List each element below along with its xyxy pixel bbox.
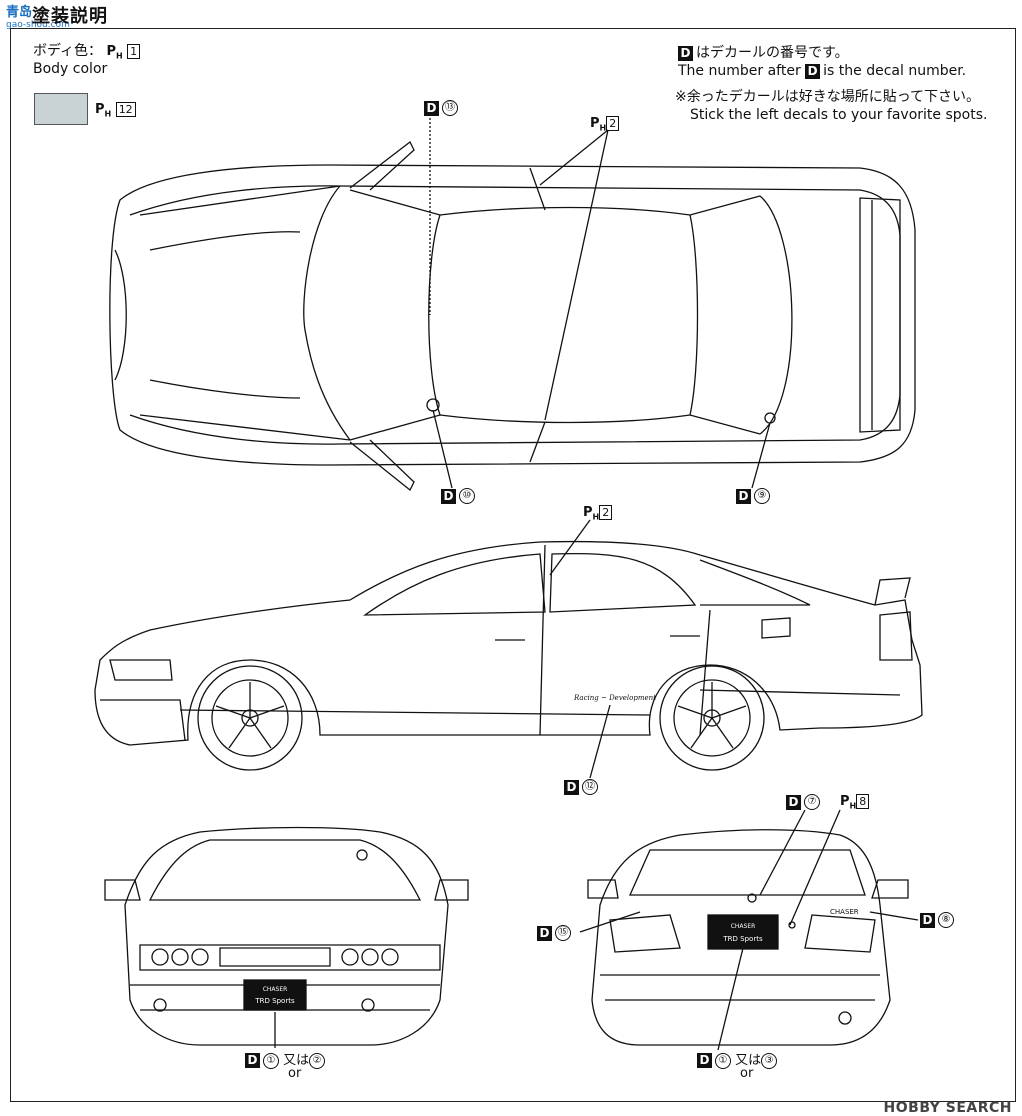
color-swatch [34, 93, 88, 125]
drawing-frame [10, 28, 1016, 1102]
svg-text:TRD Sports: TRD Sports [722, 935, 763, 943]
svg-text:CHASER: CHASER [731, 923, 756, 930]
top-view [109, 141, 916, 492]
svg-text:CHASER: CHASER [263, 986, 288, 993]
paint-code-label: PH [106, 44, 123, 61]
note-line-3: ※余ったデカールは好きな場所に貼って下さい。 [675, 89, 981, 105]
page-title: 塗装説明 [32, 6, 108, 27]
body-color-line: ボディ色： PH 1 [33, 40, 141, 61]
swatch-code: PH 12 [95, 101, 136, 119]
svg-text:TRD Sports: TRD Sports [254, 997, 295, 1005]
paint-code-box: 1 [127, 43, 141, 59]
svg-text:Racing ~ Development: Racing ~ Development [573, 694, 656, 702]
callout-rear-or: or [740, 1066, 754, 1081]
rear-view: CHASER TRD Sports CHASER [587, 829, 909, 1046]
watermark: HOBBY SEARCH [883, 1100, 1012, 1116]
svg-text:CHASER: CHASER [830, 908, 859, 916]
side-view: Racing ~ Development [94, 540, 923, 771]
note-line-4: Stick the left decals to your favorite s… [690, 107, 988, 123]
callout-front-or: or [288, 1066, 302, 1081]
body-color-en: Body color [33, 61, 108, 77]
front-view: CHASER TRD Sports [104, 826, 469, 1046]
